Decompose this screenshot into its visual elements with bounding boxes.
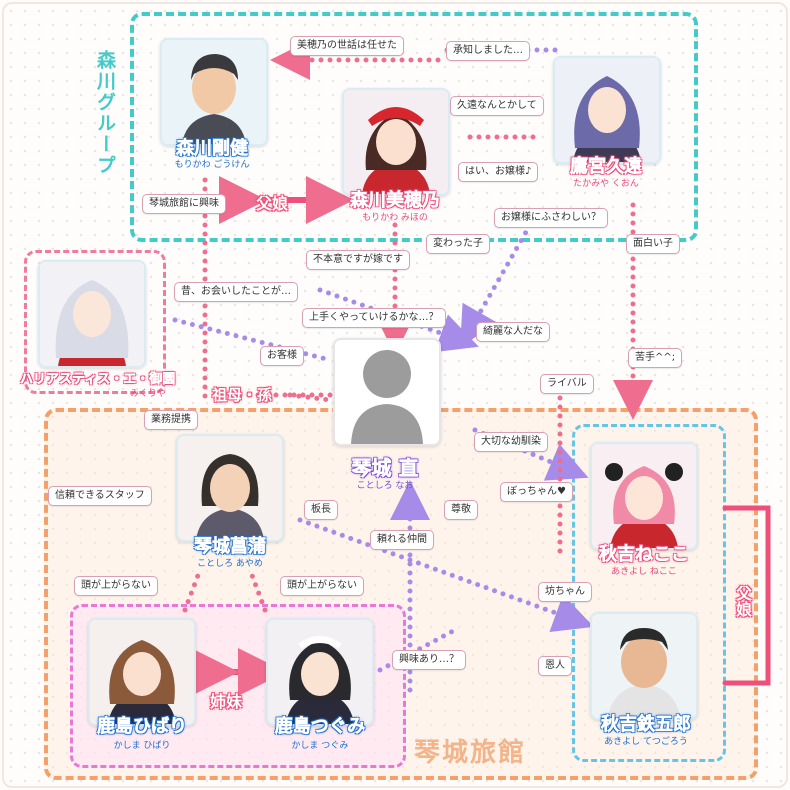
reading-kotoshiro-nao: ことしろ なお <box>320 478 450 491</box>
bubble-guest: お客様 <box>260 346 304 366</box>
relation-sisters: 姉妹 <box>210 688 242 712</box>
bubble-bocchan: 坊ちゃん <box>538 582 592 602</box>
reading-takamiya-kuon: たかみや くおん <box>548 176 664 189</box>
reading-kashima-tsugumi: かしま つぐみ <box>258 738 382 751</box>
bubble-interested: 興味あり…？ <box>392 650 466 670</box>
bubble-mihono-care: 美穂乃の世話は任せた <box>290 36 404 56</box>
name-akiyoshi-nekoko: 秋吉ねここ <box>586 540 702 566</box>
line-nao-tetsu <box>300 520 575 620</box>
bubble-botchan-heart: ぼっちゃん♥ <box>500 482 573 502</box>
portrait-akiyoshi-tetsugorou <box>590 612 698 720</box>
bubble-acknowledged: 承知しました… <box>446 41 530 61</box>
portrait-akiyoshi-nekoko <box>590 442 698 550</box>
bubble-met-before: 昔、お会いしたことが… <box>174 282 298 302</box>
bubble-trusted-staff: 信頼できるスタッフ <box>48 486 152 506</box>
portrait-miku <box>38 260 146 368</box>
name-kotoshiro-nao: 琴城 直 <box>320 452 450 481</box>
bubble-worthy-of-ojousama: お嬢様にふさわしい？ <box>494 208 608 228</box>
name-morikawa-mihono: 森川美穂乃 <box>330 186 460 212</box>
bubble-childhood-friend: 大切な幼馴染 <box>474 432 548 452</box>
bubble-strange-kid: 変わった子 <box>426 234 490 254</box>
line-kashima-ayame-2 <box>250 570 265 610</box>
name-akiyoshi-tetsugorou: 秋吉鉄五郎 <box>584 710 708 736</box>
reading-akiyoshi-tetsugorou: あきよし てつごろう <box>584 734 708 747</box>
bubble-business-tieup: 業務提携 <box>144 410 198 430</box>
name-miku: ハリアスティス・エ・御園 <box>20 368 162 387</box>
portrait-takamiya-kuon <box>553 56 661 164</box>
reading-morikawa-mihono: もりかわ みほの <box>330 210 460 223</box>
name-takamiya-kuon: 鷹宮久遠 <box>548 152 664 178</box>
reading-morikawa-gouken: もりかわ ごうけん <box>154 157 270 170</box>
bubble-rival: ライバル <box>540 374 594 394</box>
bubble-beautiful-person: 綺麗な人だな <box>476 322 550 342</box>
bubble-kuon-help: 久遠なんとかして <box>450 96 544 116</box>
portrait-kotoshiro-nao <box>333 338 441 446</box>
name-kotoshiro-ayame: 琴城菖蒲 <box>172 532 288 558</box>
bubble-interest-in-ryokan: 琴城旅館に興味 <box>142 194 226 214</box>
relation-grandmother-grandchild: 祖母・孫 <box>212 384 272 405</box>
bubble-cant-raise-head-1: 頭が上がらない <box>74 576 158 596</box>
bubble-reliable-friends: 頼れる仲間 <box>370 530 434 550</box>
relation-father-daughter-2: 父娘 <box>730 585 754 617</box>
portrait-morikawa-mihono <box>342 88 450 196</box>
portrait-kotoshiro-ayame <box>176 434 284 542</box>
name-kashima-hibari: 鹿島ひばり <box>80 712 204 738</box>
relation-father-daughter-1: 父娘 <box>256 190 288 214</box>
bubble-yes-ojousama: はい、お嬢様♪ <box>458 162 538 182</box>
reading-kotoshiro-ayame: ことしろ あやめ <box>172 556 288 569</box>
bubble-respect: 尊敬 <box>444 500 478 520</box>
portrait-kashima-tsugumi <box>266 618 374 726</box>
reading-miku: みくりや <box>120 386 176 399</box>
bubble-bad-at: 苦手^^; <box>628 348 682 368</box>
portrait-kashima-hibari <box>88 618 196 726</box>
portrait-morikawa-gouken <box>160 38 268 146</box>
bubble-interesting-kid: 面白い子 <box>626 234 680 254</box>
reading-akiyoshi-nekoko: あきよし ねここ <box>586 564 702 577</box>
bubble-cant-raise-head-2: 頭が上がらない <box>280 576 364 596</box>
line-kashima-ayame-1 <box>185 570 200 610</box>
name-kashima-tsugumi: 鹿島つぐみ <box>258 712 382 738</box>
bubble-get-along: 上手くやっていけるかな…？ <box>302 308 446 328</box>
bubble-head-chef: 板長 <box>304 500 338 520</box>
reading-kashima-hibari: かしま ひばり <box>80 738 204 751</box>
bubble-reluctant-bride: 不本意ですが嫁です <box>306 250 410 270</box>
bubble-benefactor: 恩人 <box>538 656 572 676</box>
